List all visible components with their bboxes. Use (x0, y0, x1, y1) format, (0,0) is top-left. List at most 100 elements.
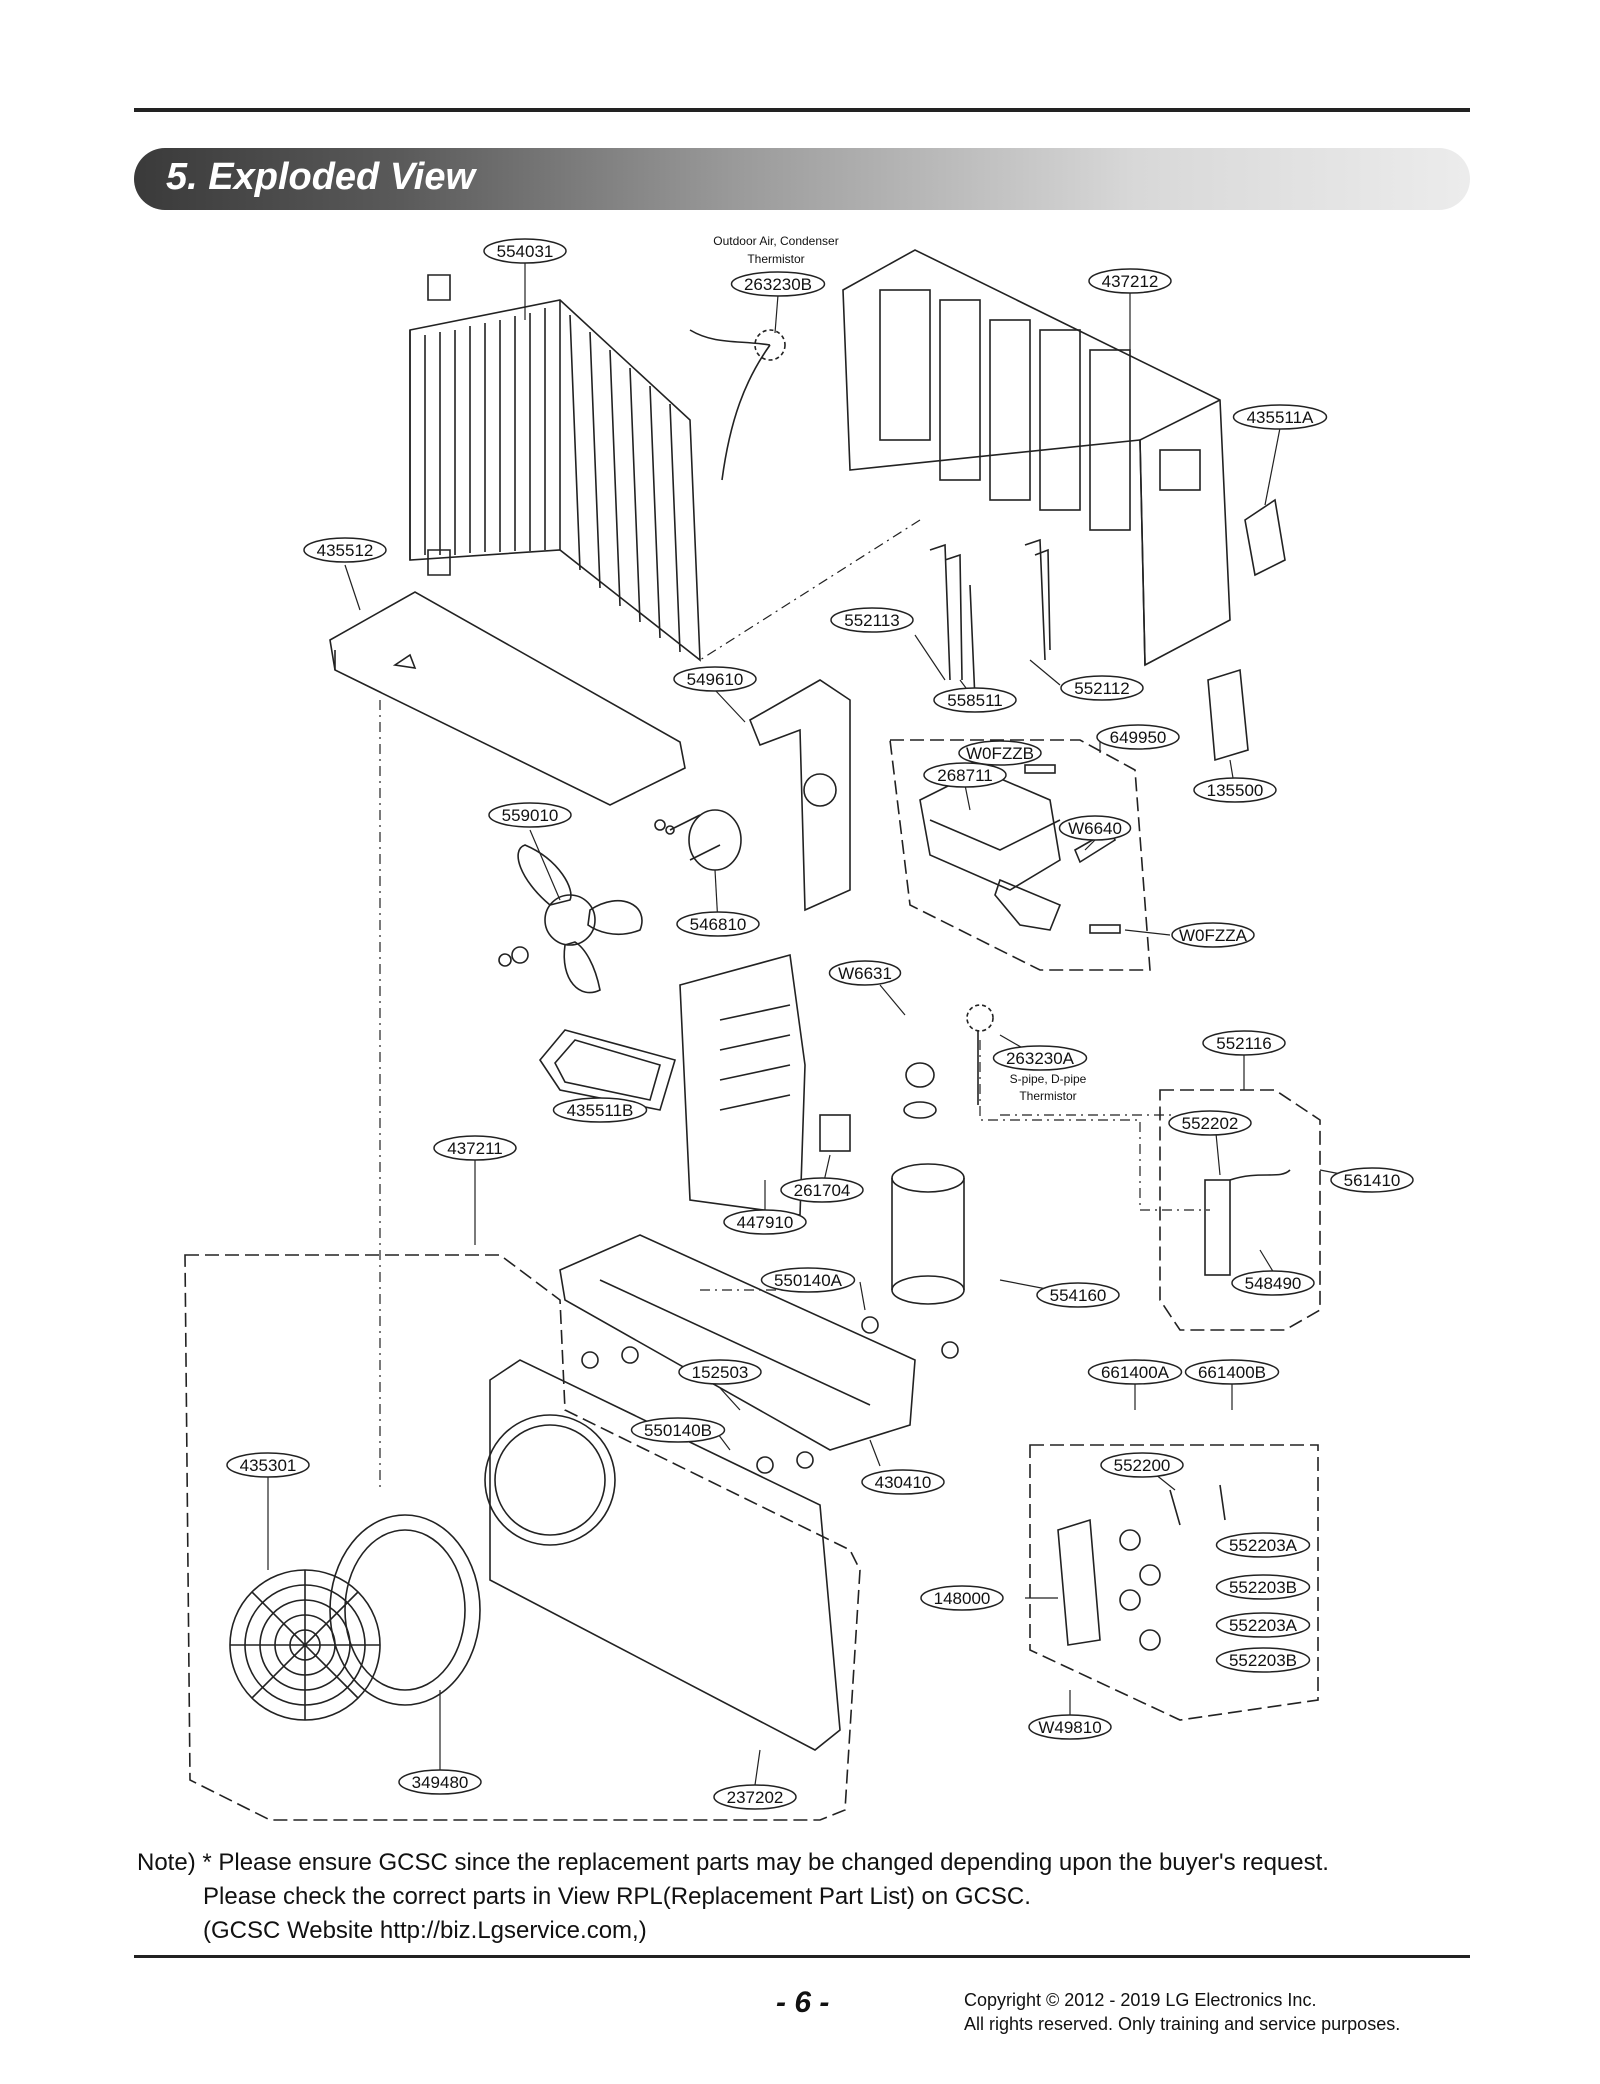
part-label-text: W6640 (1068, 819, 1122, 838)
part-label-text: 552113 (844, 611, 899, 630)
part-label-349480-42: 349480 (398, 1769, 482, 1795)
part-label-text: 661400A (1101, 1363, 1170, 1382)
part-label-text: 148000 (934, 1589, 991, 1608)
part-label-261704-23: 261704 (780, 1177, 864, 1203)
part-label-661400a-29: 661400A (1087, 1359, 1183, 1385)
caption-outdoor-air: Outdoor Air, Condenser (713, 234, 838, 248)
part-label-text: W6631 (838, 964, 892, 983)
part-label-text: 649950 (1110, 728, 1167, 747)
thermistor-middle (966, 1004, 994, 1105)
terminal-plate (539, 1029, 677, 1111)
part-label-549610-8: 549610 (673, 666, 757, 692)
top-panel (329, 591, 686, 806)
part-label-text: 435301 (240, 1456, 297, 1475)
part-label-text: 437211 (447, 1139, 502, 1158)
note-line-2: Please check the correct parts in View R… (203, 1883, 1031, 1910)
part-label-437212-2: 437212 (1088, 268, 1172, 294)
part-label-text: 550140B (644, 1421, 712, 1440)
leader-lines (267, 262, 1373, 1786)
part-label-text: 554031 (497, 242, 554, 261)
part-label-435512-4: 435512 (303, 537, 387, 563)
part-label-text: W49810 (1038, 1718, 1101, 1737)
section-banner: 5. Exploded View (134, 148, 1470, 210)
side-panel (679, 953, 806, 1216)
part-label-text: 237202 (727, 1788, 784, 1807)
condenser-coil (409, 274, 701, 662)
part-label-437211-22: 437211 (433, 1135, 517, 1161)
part-label-text: 552203A (1229, 1536, 1298, 1555)
part-label-text: 558511 (947, 691, 1002, 710)
part-label-text: 552203B (1229, 1578, 1297, 1597)
part-label-135500-12: 135500 (1193, 777, 1277, 803)
base-pan (559, 1234, 959, 1474)
part-label-430410-33: 430410 (861, 1469, 945, 1495)
part-label-552112-6: 552112 (1060, 675, 1144, 701)
part-label-w0fzzb-10: W0FZZB (958, 740, 1042, 766)
part-label-552200-35: 552200 (1100, 1452, 1184, 1478)
terminal-cover (1244, 498, 1286, 577)
part-label-text: 261704 (794, 1181, 851, 1200)
caption-spipe-dpipe: S-pipe, D-pipe (1010, 1072, 1087, 1086)
top-rule (134, 108, 1470, 112)
pipes-upper (929, 538, 1051, 701)
part-label-554031-0: 554031 (483, 238, 567, 264)
part-label-546810-15: 546810 (676, 911, 760, 937)
orifice-ring (329, 1514, 481, 1706)
part-label-text: 559010 (502, 806, 559, 825)
part-label-w6640-14: W6640 (1058, 815, 1132, 841)
part-label-text: 435511B (567, 1101, 634, 1120)
part-label-text: 263230A (1006, 1049, 1075, 1068)
part-label-text: 152503 (692, 1363, 749, 1382)
part-label-text: 552202 (1182, 1114, 1239, 1133)
exploded-view-diagram: 554031 263230B 437212 435511A 435512 552113 55… (184, 234, 1414, 1821)
part-label-561410-24: 561410 (1330, 1167, 1414, 1193)
part-label-text: 263230B (744, 275, 812, 294)
part-label-552202-21: 552202 (1168, 1110, 1252, 1136)
part-label-text: 447910 (737, 1213, 794, 1232)
part-label-text: W0FZZA (1179, 926, 1248, 945)
part-label-559010-13: 559010 (488, 802, 572, 828)
part-label-447910-25: 447910 (723, 1209, 807, 1235)
part-label-552203a-38: 552203A (1215, 1612, 1311, 1638)
service-valve-group (1029, 1444, 1319, 1721)
part-label-550140a-26: 550140A (760, 1267, 856, 1293)
caption-thermistor-mid: Thermistor (1019, 1089, 1076, 1103)
part-label-text: 549610 (687, 670, 744, 689)
part-label-550140b-32: 550140B (630, 1417, 726, 1443)
part-labels: 554031 263230B 437212 435511A 435512 552113 55… (226, 238, 1414, 1810)
caption-thermistor-top: Thermistor (747, 252, 804, 266)
accumulator-group (1159, 1089, 1321, 1331)
part-label-text: 561410 (1344, 1171, 1401, 1190)
part-label-text: 435511A (1247, 408, 1314, 427)
part-label-268711-11: 268711 (923, 762, 1007, 788)
part-label-text: 552203B (1229, 1651, 1297, 1670)
part-label-text: 550140A (774, 1271, 843, 1290)
part-label-148000-40: 148000 (920, 1585, 1004, 1611)
note-line-3: (GCSC Website http://biz.Lgservice.com,) (203, 1917, 647, 1944)
part-label-649950-9: 649950 (1096, 724, 1180, 750)
part-label-text: W0FZZB (966, 744, 1034, 763)
propeller-fan (498, 844, 643, 994)
reactor (1207, 668, 1249, 762)
fan-guard (229, 1569, 381, 1721)
section-title: 5. Exploded View (166, 156, 476, 198)
page-number: - 6 - (776, 1986, 830, 2019)
part-label-435301-34: 435301 (226, 1452, 310, 1478)
part-label-text: 554160 (1050, 1286, 1107, 1305)
copyright-line-1: Copyright © 2012 - 2019 LG Electronics I… (964, 1990, 1317, 2010)
part-label-263230b-1: 263230B (730, 271, 826, 297)
capacitor (819, 1114, 851, 1152)
part-label-w49810-41: W49810 (1028, 1714, 1112, 1740)
part-label-text: 548490 (1245, 1274, 1302, 1293)
part-label-text: 546810 (690, 915, 747, 934)
note-line-1: Note) * Please ensure GCSC since the rep… (137, 1849, 1329, 1876)
part-label-552116-19: 552116 (1202, 1030, 1286, 1056)
part-label-text: 349480 (412, 1773, 469, 1792)
part-label-text: 435512 (317, 541, 374, 560)
motor-bracket (748, 679, 851, 912)
part-label-text: 430410 (875, 1473, 932, 1492)
part-label-661400b-30: 661400B (1184, 1359, 1280, 1385)
fan-motor (654, 809, 742, 871)
compressor (891, 1062, 965, 1305)
replacement-note: Note) * Please ensure GCSC since the rep… (137, 1846, 1329, 1948)
